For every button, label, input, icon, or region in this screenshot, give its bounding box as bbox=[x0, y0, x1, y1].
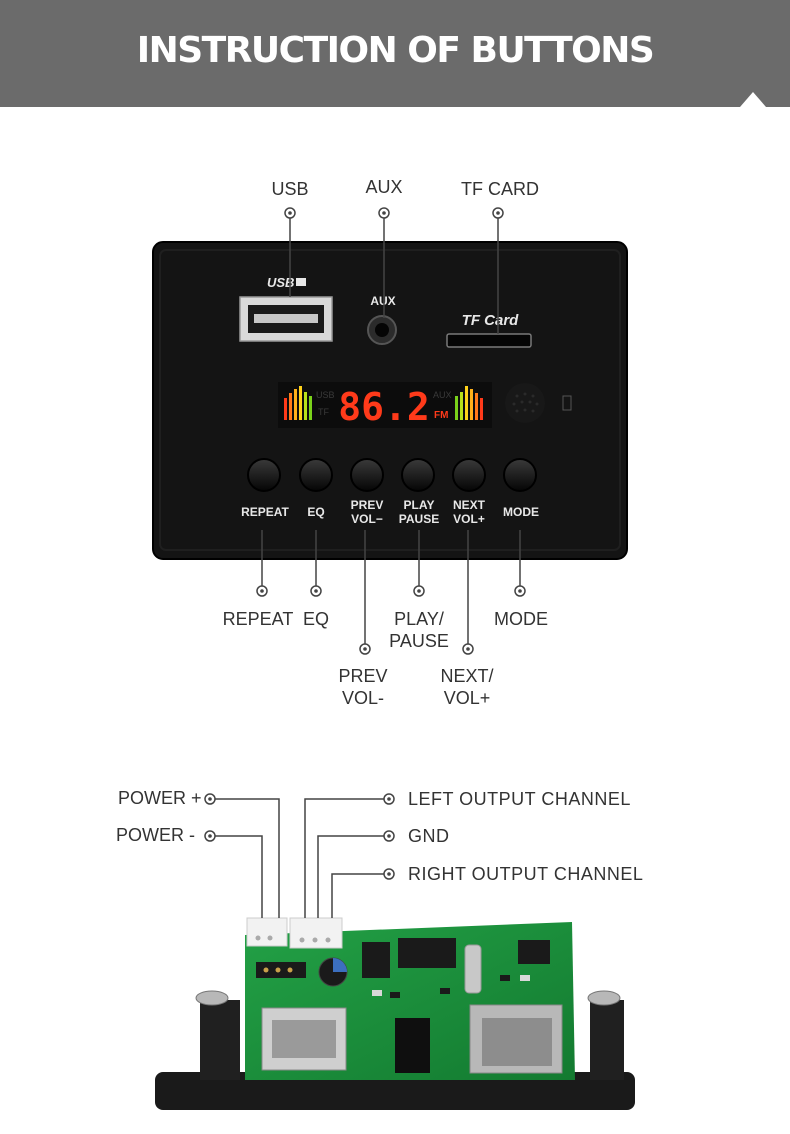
ir-sensor bbox=[562, 395, 572, 411]
label-prev-line2: VOL- bbox=[341, 688, 385, 708]
label-next-line1: NEXT/ bbox=[440, 666, 494, 686]
wire-callouts bbox=[210, 798, 389, 918]
panel-vol-minus-text: VOL− bbox=[351, 512, 383, 526]
label-power-plus: POWER + bbox=[118, 788, 202, 808]
header-notch bbox=[740, 92, 766, 107]
panel-play-text: PLAY bbox=[404, 498, 435, 512]
panel-base bbox=[155, 990, 635, 1110]
display-fm-indicator: FM bbox=[434, 410, 448, 421]
tf-card-slot bbox=[446, 333, 532, 348]
led-display bbox=[278, 382, 492, 428]
label-prev-line1: PREV bbox=[338, 666, 388, 686]
label-eq: EQ bbox=[302, 609, 330, 629]
label-repeat: REPEAT bbox=[222, 609, 294, 629]
label-aux: AUX bbox=[365, 177, 403, 197]
eq-button bbox=[299, 458, 333, 492]
panel-prev-text: PREV bbox=[351, 498, 384, 512]
label-usb: USB bbox=[271, 179, 309, 199]
header-banner: INSTRUCTION OF BUTTONS bbox=[0, 0, 790, 107]
repeat-button bbox=[247, 458, 281, 492]
panel-repeat-text: REPEAT bbox=[241, 505, 289, 519]
label-right-output-channel: RIGHT OUTPUT CHANNEL bbox=[408, 864, 644, 884]
bottom-callouts bbox=[256, 530, 526, 655]
mode-button bbox=[503, 458, 537, 492]
display-aux-indicator: AUX bbox=[433, 390, 452, 400]
next-vol-plus-button bbox=[452, 458, 486, 492]
panel-buttons bbox=[247, 458, 537, 492]
panel-mode-text: MODE bbox=[503, 505, 539, 519]
panel-usb-text: USB bbox=[267, 275, 294, 290]
label-gnd: GND bbox=[408, 826, 450, 846]
usb-symbol bbox=[296, 278, 306, 286]
prev-vol-minus-button bbox=[350, 458, 384, 492]
aux-jack bbox=[367, 315, 397, 345]
usb-port bbox=[239, 296, 333, 342]
panel-next-text: NEXT bbox=[453, 498, 486, 512]
display-tf-indicator: TF bbox=[318, 407, 329, 417]
panel-eq-text: EQ bbox=[307, 505, 324, 519]
panel-tf-card-text: TF Card bbox=[462, 312, 520, 329]
pcb-board bbox=[245, 917, 575, 1080]
label-next-line2: VOL+ bbox=[443, 688, 491, 708]
panel-pause-text: PAUSE bbox=[399, 512, 439, 526]
panel-vol-plus-text: VOL+ bbox=[453, 512, 485, 526]
label-power-minus: POWER - bbox=[116, 825, 195, 845]
display-usb-indicator: USB bbox=[316, 390, 335, 400]
top-callouts bbox=[284, 207, 504, 334]
label-left-output-channel: LEFT OUTPUT CHANNEL bbox=[408, 789, 631, 809]
page-title: INSTRUCTION OF BUTTONS bbox=[136, 30, 655, 71]
label-play-pause-line2: PAUSE bbox=[389, 631, 449, 651]
panel-aux-text: AUX bbox=[370, 294, 395, 308]
label-mode: MODE bbox=[494, 609, 548, 629]
play-pause-button bbox=[401, 458, 435, 492]
label-tf-card: TF CARD bbox=[461, 179, 539, 199]
mic-grille bbox=[505, 383, 545, 423]
label-play-pause-line1: PLAY/ bbox=[394, 609, 444, 629]
display-digits: 86.2 bbox=[338, 385, 430, 429]
